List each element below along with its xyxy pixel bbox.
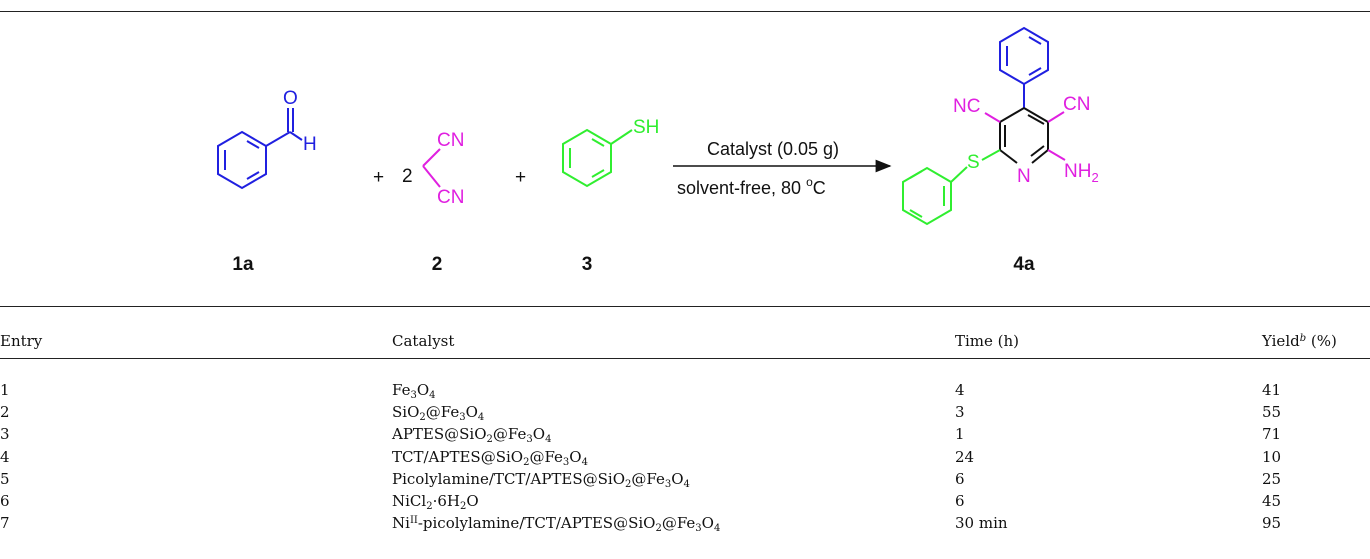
entry-cell: 6 (0, 492, 10, 510)
catalyst-cell: NiII-picolylamine/TCT/APTES@SiO2@Fe3O4 (392, 514, 721, 535)
compound-label-3: 3 (582, 254, 593, 275)
catalyst-cell: Fe3O4 (392, 381, 436, 401)
catalyst-cell: Picolylamine/TCT/APTES@SiO2@Fe3O4 (392, 469, 690, 490)
product-sulfur-label: S (967, 152, 980, 173)
thiol-group-label: SH (633, 117, 659, 138)
condition-catalyst: Catalyst (0.05 g) (707, 139, 839, 159)
entry-cell: 2 (0, 403, 10, 422)
time-cell: 6 (955, 469, 965, 488)
malononitrile-cn-bottom: CN (437, 187, 464, 208)
time-cell: 1 (955, 425, 965, 444)
yield-cell: 95 (1262, 514, 1282, 533)
compound-label-1a: 1a (232, 254, 254, 275)
catalyst-cell: SiO2@Fe3O4 (392, 403, 485, 424)
entry-cell: 5 (0, 469, 10, 488)
entry-cell: 7 (0, 514, 10, 533)
time-cell: 30 min (955, 514, 1008, 533)
header-yield: Yieldb (%) (1262, 332, 1337, 350)
product-amine-label: NH2 (1064, 161, 1099, 185)
aldehyde-hydrogen-label: H (303, 134, 317, 155)
time-cell: 3 (955, 403, 965, 422)
product-structure (902, 26, 1066, 226)
yield-cell: 71 (1262, 425, 1282, 444)
entry-cell: 1 (0, 381, 10, 399)
header-bottom-rule (0, 358, 1370, 359)
compound-label-4a: 4a (1013, 254, 1035, 275)
entry-cell: 3 (0, 425, 10, 444)
plus-sign-2: + (515, 167, 526, 188)
entry-cell: 4 (0, 447, 10, 466)
malononitrile-cn-top: CN (437, 130, 464, 151)
benzaldehyde-structure (217, 108, 303, 190)
time-cell: 6 (955, 492, 965, 510)
product-nc-label: NC (953, 96, 980, 117)
yield-cell: 45 (1262, 492, 1282, 510)
scheme-bottom-rule (0, 306, 1370, 307)
yield-cell: 10 (1262, 447, 1282, 466)
header-catalyst: Catalyst (392, 332, 455, 350)
yield-cell: 25 (1262, 469, 1282, 488)
header-entry: Entry (0, 332, 43, 350)
catalyst-cell: NiCl2·6H2O (392, 492, 479, 512)
plus-sign-1: + (373, 167, 384, 188)
malononitrile-structure (422, 148, 441, 188)
product-cn-label: CN (1063, 94, 1090, 115)
time-cell: 24 (955, 447, 975, 466)
time-cell: 4 (955, 381, 965, 399)
aldehyde-oxygen-label: O (283, 88, 298, 109)
reaction-scheme: O H + 2 CN CN + SH Catalyst (0.05 g) sol… (217, 26, 1099, 275)
top-rule (0, 11, 1370, 12)
malononitrile-coefficient: 2 (402, 166, 413, 187)
condition-solvent-temperature: solvent-free, 80 oC (677, 175, 826, 198)
compound-label-2: 2 (432, 254, 443, 275)
product-nitrogen-label: N (1017, 166, 1031, 187)
yield-cell: 55 (1262, 403, 1282, 422)
thiophenol-structure (562, 128, 633, 188)
catalyst-cell: APTES@SiO2@Fe3O4 (392, 425, 552, 446)
yield-cell: 41 (1262, 381, 1282, 399)
header-time: Time (h) (955, 332, 1020, 350)
catalyst-cell: TCT/APTES@SiO2@Fe3O4 (392, 447, 588, 468)
